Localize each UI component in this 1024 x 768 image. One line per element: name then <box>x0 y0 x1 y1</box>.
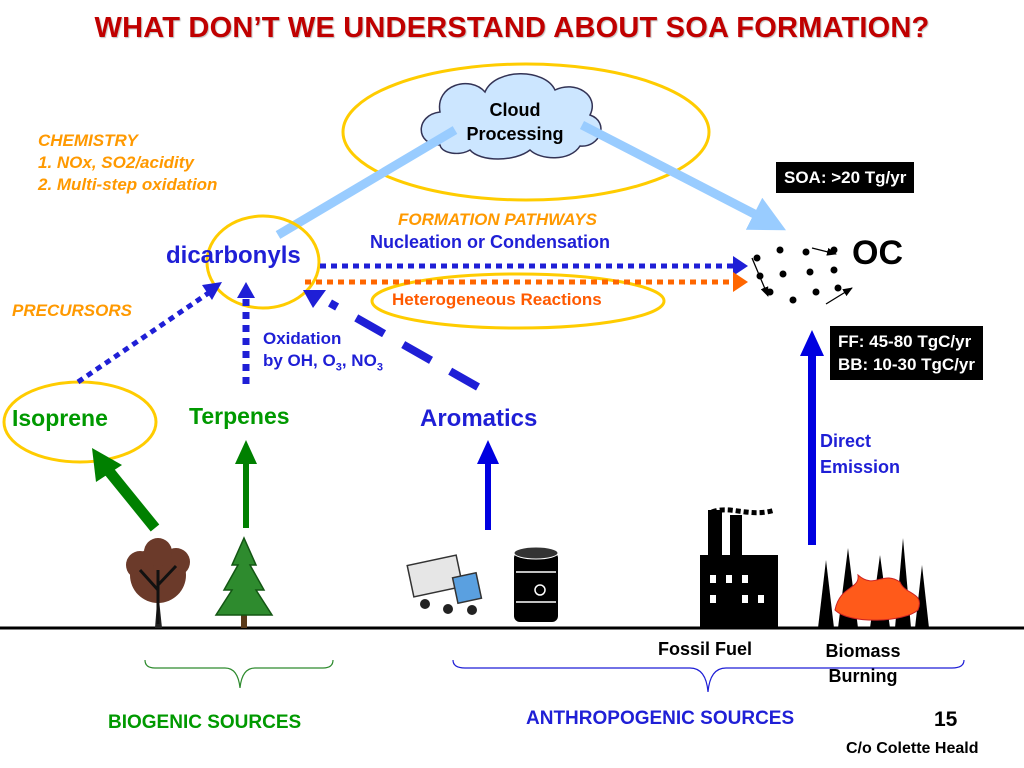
chemistry-item: 2. Multi-step oxidation <box>38 175 218 194</box>
soa-box: SOA: >20 Tg/yr <box>776 162 915 193</box>
isoprene-label: Isoprene <box>12 405 108 431</box>
credit: C/o Colette Heald <box>846 740 979 757</box>
arrow-aromatics-oxidation <box>328 299 480 391</box>
chemistry-block: CHEMISTRY 1. NOx, SO2/acidity 2. Multi-s… <box>38 130 217 196</box>
heterogeneous-label: Heterogeneous Reactions <box>392 290 602 309</box>
fossil-fuel-label: Fossil Fuel <box>658 639 753 659</box>
oc-label: OC <box>852 234 903 272</box>
formation-pathways-label: FORMATION PATHWAYS <box>398 210 597 229</box>
truck-icon <box>406 554 483 615</box>
cloud-processing-ellipse <box>341 62 711 202</box>
arrow-cloud-to-oc <box>579 121 786 231</box>
biogenic-sources-label: BIOGENIC SOURCES <box>108 712 302 733</box>
chemistry-item: 1. NOx, SO2/acidity <box>38 153 194 172</box>
aromatics-label: Aromatics <box>420 405 538 432</box>
oc-particles <box>753 246 842 304</box>
dicarbonyls-ellipse <box>205 214 321 310</box>
page-number: 15 <box>934 708 958 731</box>
biogenic-brace <box>144 659 334 689</box>
precursors-label: PRECURSORS <box>12 301 132 320</box>
terpenes-label: Terpenes <box>189 403 290 429</box>
anthropogenic-sources-label: ANTHROPOGENIC SOURCES <box>526 708 795 729</box>
arrow-tree-to-isoprene <box>103 466 160 532</box>
nucleation-label: Nucleation or Condensation <box>370 232 611 252</box>
chemistry-heading: CHEMISTRY <box>38 131 138 150</box>
factory-icon <box>700 507 778 628</box>
arrow-isoprene-to-dicarbonyls <box>76 289 212 385</box>
conifer-tree-icon <box>214 536 274 628</box>
dicarbonyls-label: dicarbonyls <box>166 242 301 269</box>
deciduous-tree-icon <box>126 538 190 628</box>
arrow-dicarbonyls-to-cloud <box>275 126 458 239</box>
heterogeneous-ellipse <box>370 272 666 330</box>
forest-fire-icon <box>818 538 929 628</box>
oil-barrel-icon <box>513 546 559 622</box>
oxidation-label: Oxidation by OH, O3, NO3 <box>263 329 383 374</box>
cloud-icon <box>420 73 602 160</box>
anthropogenic-brace <box>452 659 965 693</box>
page-title: WHAT DON’T WE UNDERSTAND ABOUT SOA FORMA… <box>94 12 930 44</box>
